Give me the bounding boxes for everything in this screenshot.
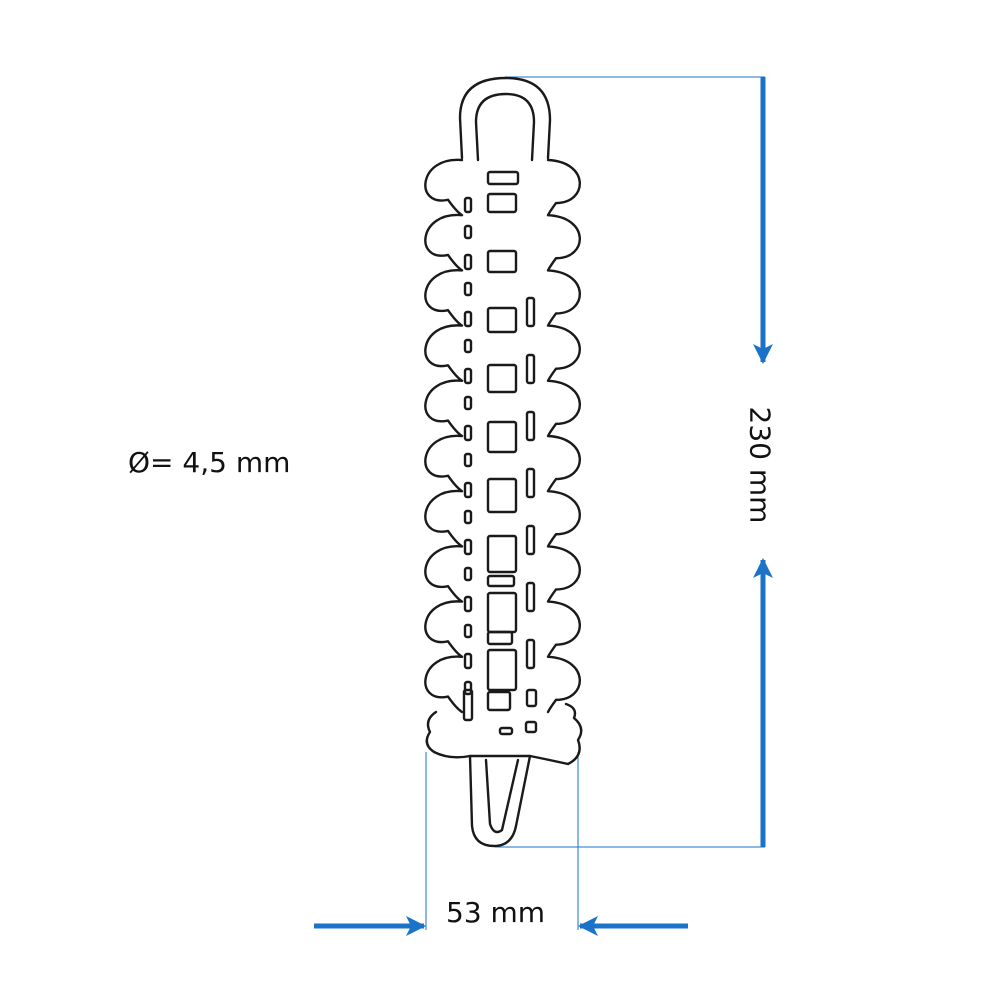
bottom-tail-inner [484, 758, 520, 834]
spring-slot [486, 170, 520, 186]
spring-slot [525, 353, 536, 385]
spring-slot [463, 424, 473, 442]
spring-slot [486, 192, 518, 214]
spring-slot [463, 338, 473, 354]
spring-slot [486, 420, 518, 454]
spring-slot [525, 467, 536, 499]
spring-drawing [424, 76, 583, 848]
top-loop-inner [474, 92, 536, 162]
spring-slot [486, 648, 518, 692]
spring-slot [463, 680, 473, 696]
width-label: 53 mm [446, 896, 546, 929]
extension-lines [425, 76, 765, 930]
spring-slot [463, 452, 473, 468]
spring-slot [486, 630, 514, 646]
spring-slot [525, 581, 536, 613]
spring-slot [525, 688, 538, 708]
spring-right-edge [546, 158, 581, 714]
spring-slot [463, 509, 473, 525]
spring-slot [486, 690, 512, 712]
spring-slot [525, 296, 536, 328]
spring-slot [463, 224, 473, 240]
spring-slot [462, 688, 474, 722]
spring-slot [486, 574, 516, 588]
spring-slot [463, 196, 473, 214]
spring-slot [463, 623, 473, 639]
spring-slot [486, 249, 518, 274]
spring-slot [463, 281, 473, 297]
bottom-tail [468, 754, 532, 848]
top-loop [458, 76, 552, 160]
spring-slot [486, 591, 518, 634]
spring-slot [486, 363, 518, 394]
spring-slots [462, 170, 538, 736]
spring-slot [525, 638, 536, 670]
spring-slot [463, 566, 473, 582]
spring-slot [463, 595, 473, 613]
spring-slot [486, 477, 518, 514]
spring-slot [463, 481, 473, 499]
spring-slot [524, 720, 538, 734]
spring-slot [463, 395, 473, 411]
spring-slot [525, 410, 536, 442]
spring-slot [486, 306, 518, 334]
diameter-label: Ø= 4,5 mm [128, 446, 291, 479]
spring-slot [463, 310, 473, 328]
spring-slot [463, 253, 473, 271]
height-label: 230 mm [743, 406, 777, 524]
spring-left-edge [424, 158, 464, 714]
spring-slot [525, 524, 536, 556]
spring-slot [498, 726, 514, 736]
spring-slot [486, 534, 518, 574]
spring-slot [463, 652, 473, 670]
bottom-foot [425, 702, 583, 766]
spring-slot [463, 538, 473, 556]
spring-slot [463, 367, 473, 385]
